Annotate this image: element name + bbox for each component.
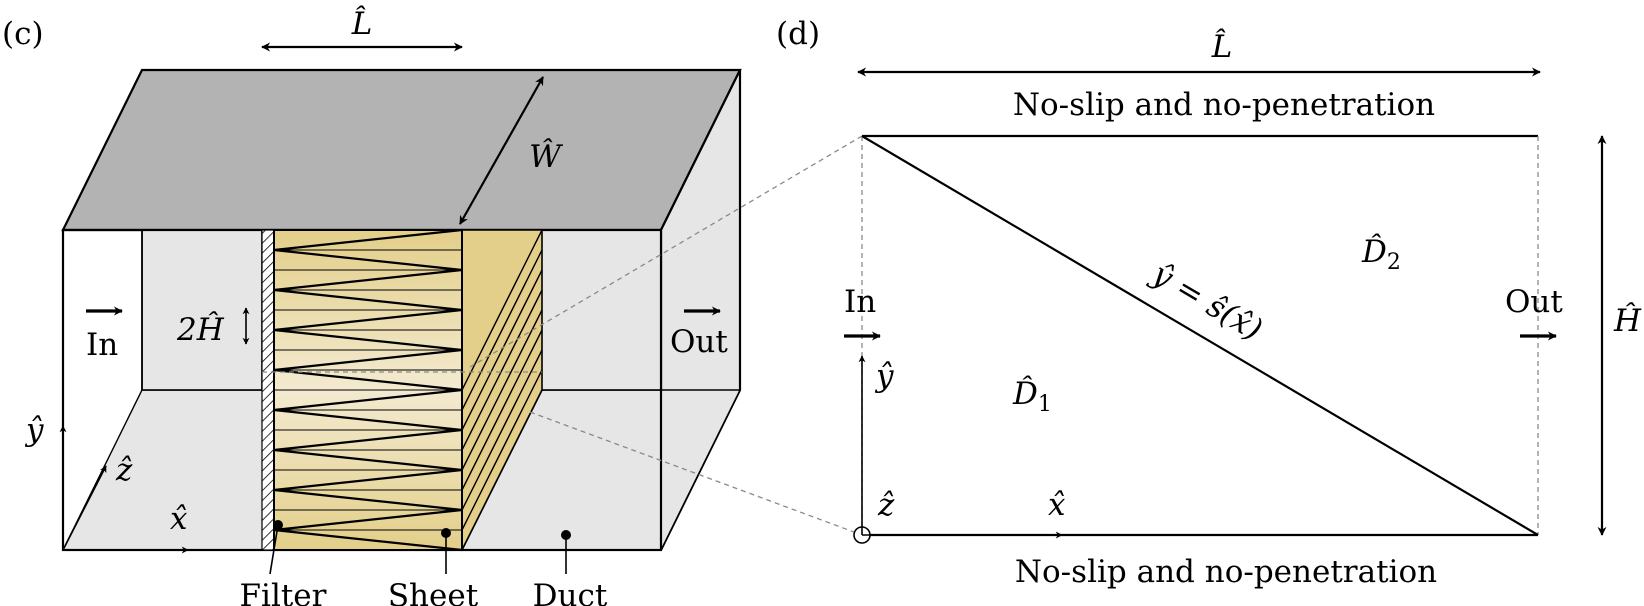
width-symbol: Ŵ	[529, 137, 563, 175]
panel-d-label: (d)	[776, 16, 820, 52]
panel-c: (c) L̂ Ŵ 2	[2, 4, 742, 606]
top-boundary-label: No-slip and no-penetration	[1013, 87, 1435, 123]
sheet-side-pleat-line	[461, 369, 543, 531]
sheet-side-pleat-line	[461, 249, 543, 411]
y-axis-label-d: ŷ	[874, 358, 894, 394]
height-symbol-c: 2Ĥ	[176, 310, 225, 348]
domain-1-label: D̂1	[1012, 374, 1052, 417]
x-axis-label-c: x̂	[170, 501, 188, 537]
sheet-side-pleat-line	[461, 349, 543, 511]
sheet-side-pleat-line	[461, 269, 543, 431]
z-axis-c	[62, 465, 107, 551]
filter-strip	[261, 229, 275, 551]
sheet-side-pleat-line	[461, 289, 543, 451]
filter-callout-line	[269, 524, 279, 575]
interface-equation: ŷ = ŝ(x̂)	[1144, 255, 1268, 348]
interface-line	[861, 135, 1539, 536]
panel-d: (d) L̂ No-slip and no-penetration Ĥ ŷ = …	[776, 16, 1642, 590]
sheet-side-pleat-line	[461, 229, 543, 391]
zoom-connector-top	[469, 135, 863, 368]
length-symbol-c: L̂	[351, 4, 373, 42]
inlet-label-c: In	[86, 327, 118, 363]
sheet-front-face	[273, 228, 463, 552]
duct-callout-label: Duct	[533, 578, 608, 606]
filter-callout-label: Filter	[240, 578, 327, 606]
duct-back-wall-left	[141, 229, 263, 391]
bottom-boundary-label: No-slip and no-penetration	[1015, 554, 1437, 590]
duct-back-wall-right	[539, 229, 662, 391]
sheet-side-pleat-line	[461, 309, 543, 471]
domain-2-label: D̂2	[1361, 232, 1401, 275]
x-axis-label-d: x̂	[1048, 487, 1066, 523]
sheet-side-pleat-line	[461, 389, 543, 551]
height-symbol-d: Ĥ	[1613, 301, 1642, 339]
panel-c-label: (c)	[2, 16, 44, 52]
sheet-side-face	[461, 229, 543, 551]
duct-top-face	[61, 68, 742, 232]
sheet-callout-label: Sheet	[388, 578, 479, 606]
inlet-label-d: In	[844, 284, 876, 320]
sheet-side-pleat-line	[461, 329, 543, 491]
outlet-label-d: Out	[1505, 284, 1563, 320]
length-symbol-d: L̂	[1211, 27, 1233, 65]
z-axis-label-c: ẑ	[115, 452, 133, 488]
y-axis-label-c: ŷ	[24, 412, 44, 448]
z-axis-label-d: ẑ	[877, 487, 895, 523]
width-arrow	[459, 76, 544, 225]
outlet-label-c: Out	[670, 324, 728, 360]
